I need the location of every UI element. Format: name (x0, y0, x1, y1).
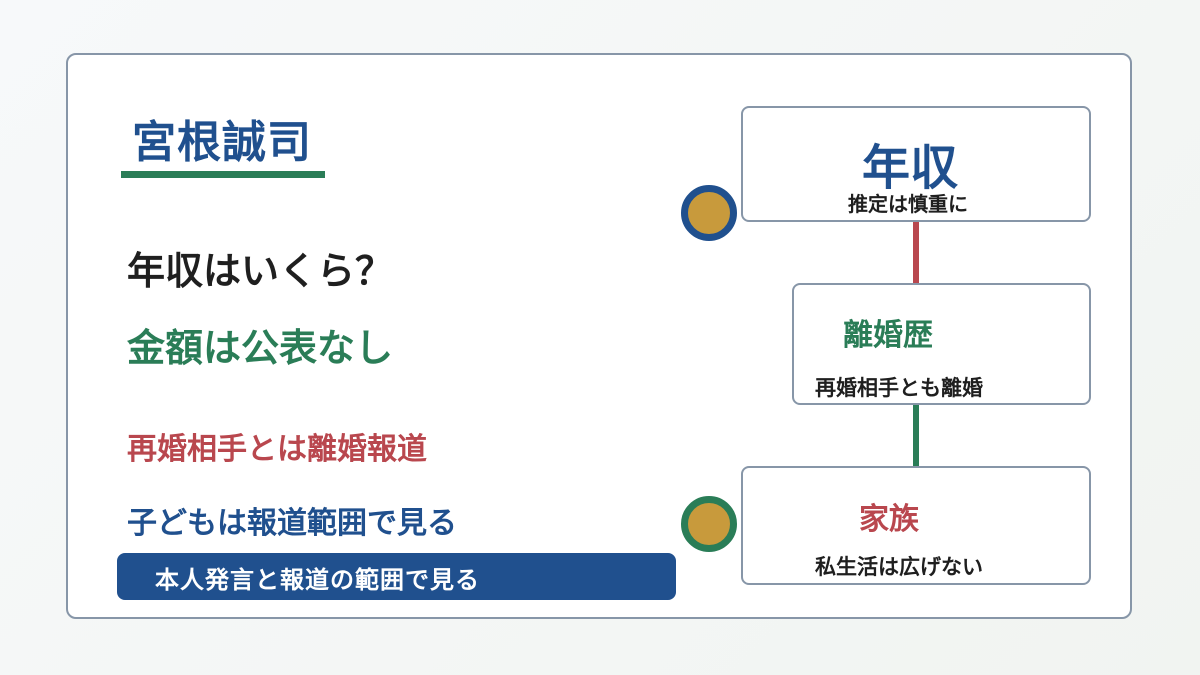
flow-box-divorce-title: 離婚歴 (843, 318, 933, 353)
flow-box-family (741, 466, 1091, 585)
summary-pill (117, 553, 676, 600)
flow-box-income-title: 年収 (862, 140, 959, 196)
income-answer: 金額は公表なし (127, 326, 394, 370)
connector-line-red (913, 222, 919, 283)
flow-box-divorce (792, 283, 1091, 405)
income-question: 年収はいくら？ (127, 249, 394, 293)
circle-marker-icon (681, 496, 737, 552)
flow-box-income-subtitle: 推定は慎重に (848, 192, 968, 216)
flow-box-divorce-subtitle: 再婚相手とも離婚 (815, 376, 983, 400)
summary-pill-text: 本人発言と報道の範囲で見る (155, 566, 480, 594)
person-name: 宮根誠司 (132, 117, 312, 168)
circle-marker-icon (681, 185, 737, 241)
flow-box-income (741, 106, 1091, 222)
connector-line-green (913, 405, 919, 466)
remarriage-note: 再婚相手とは離婚報道 (127, 432, 427, 467)
flow-box-family-subtitle: 私生活は広げない (815, 555, 983, 579)
children-note: 子どもは報道範囲で見る (127, 506, 457, 541)
name-underline (121, 171, 325, 178)
flow-box-family-title: 家族 (859, 502, 919, 537)
